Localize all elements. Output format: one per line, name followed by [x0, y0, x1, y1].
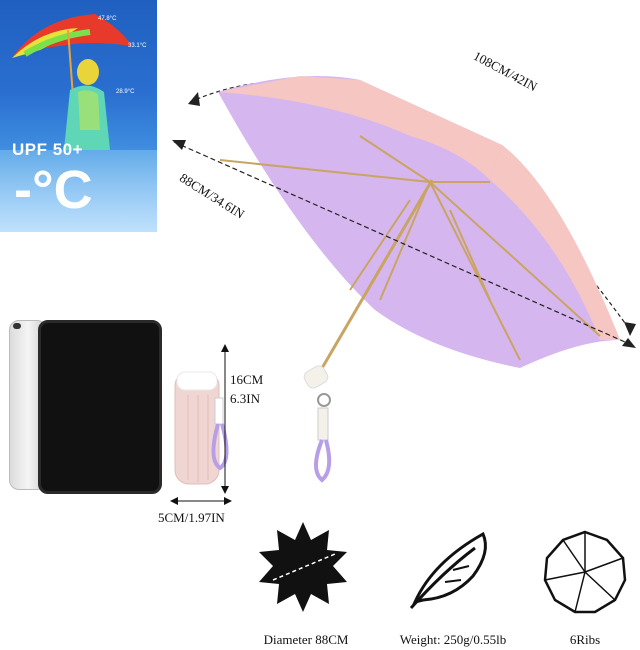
folded-strap — [211, 423, 229, 471]
folded-umbrella — [174, 371, 229, 485]
thermal-umbrella-figure — [12, 14, 132, 150]
feature-caption-diameter: Diameter 88CM — [263, 632, 349, 647]
sun-burst-icon — [259, 522, 347, 612]
umbrella-ribs-icon — [543, 530, 627, 614]
folded-cap — [176, 371, 218, 391]
umbrella-ribs — [219, 135, 601, 361]
thermal-panel: 47.8°C 33.1°C 28.9°C UPF 50+ -°C — [0, 0, 157, 232]
umbrella-illustration — [172, 76, 636, 483]
umbrella-shaft — [316, 179, 434, 376]
tablet-screen — [38, 320, 162, 494]
temp-label-low: 28.9°C — [116, 89, 135, 95]
feature-caption-weight: Weight: 250g/0.55lb — [399, 632, 507, 647]
umbrella-handle — [303, 365, 329, 389]
diameter-line — [173, 141, 635, 347]
height-label-in: 6.3IN — [230, 391, 260, 406]
width-label: 5CM/1.97IN — [158, 510, 225, 525]
umbrella-strap — [314, 439, 332, 483]
upf-rating: UPF 50+ — [12, 140, 84, 159]
cooling-degree-symbol: -°C — [14, 160, 93, 220]
cool-mist-background — [0, 150, 157, 232]
feature-caption-ribs: 6Ribs — [569, 632, 601, 647]
height-label-cm: 16CM — [230, 372, 264, 387]
feather-icon — [409, 531, 487, 609]
tablet-camera — [13, 323, 21, 329]
temp-label-mid: 33.1°C — [128, 43, 147, 49]
height-arrow — [221, 344, 229, 494]
width-arrow — [170, 497, 232, 505]
umbrella-canopy-edge — [218, 76, 502, 180]
temp-label-high: 47.8°C — [98, 16, 117, 22]
